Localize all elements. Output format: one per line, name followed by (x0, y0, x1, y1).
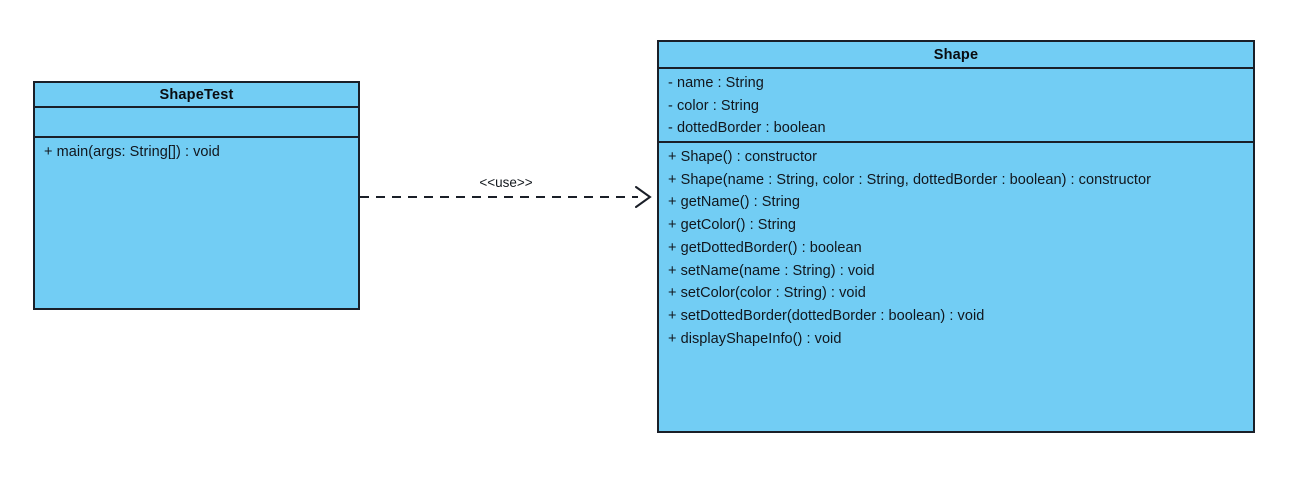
method-item: + Shape() : constructor (668, 149, 818, 165)
class-name-shapetest: ShapeTest (35, 83, 358, 108)
uml-class-shapetest[interactable]: ShapeTest + main(args: String[]) : void (33, 81, 360, 310)
attribute-item: - name : String (668, 75, 764, 91)
dependency-arrow-use[interactable]: <<use>> (360, 170, 652, 226)
method-item: + getColor() : String (668, 217, 796, 234)
attributes-compartment-shapetest (35, 108, 358, 138)
attributes-compartment-shape: - name : String - color : String - dotte… (659, 69, 1253, 143)
method-item: + Shape(name : String, color : String, d… (668, 171, 1151, 188)
attribute-item: - dottedBorder : boolean (668, 120, 826, 137)
attribute-item: - color : String (668, 97, 760, 114)
method-item: + setColor(color : String) : void (668, 285, 866, 302)
methods-compartment-shapetest: + main(args: String[]) : void (35, 138, 358, 308)
method-item: + setDottedBorder(dottedBorder : boolean… (668, 307, 985, 324)
method-item: + getName() : String (668, 194, 800, 211)
method-item: + getDottedBorder() : boolean (668, 239, 862, 256)
uml-class-shape[interactable]: Shape - name : String - color : String -… (657, 40, 1255, 433)
dependency-stereotype-label: <<use>> (479, 175, 533, 190)
class-name-shape: Shape (659, 42, 1253, 69)
method-item: + main(args: String[]) : void (44, 144, 220, 160)
methods-compartment-shape: + Shape() : constructor + Shape(name : S… (659, 143, 1253, 431)
method-item: + setName(name : String) : void (668, 262, 875, 279)
method-item: + displayShapeInfo() : void (668, 330, 842, 347)
dependency-line-icon (360, 186, 652, 208)
